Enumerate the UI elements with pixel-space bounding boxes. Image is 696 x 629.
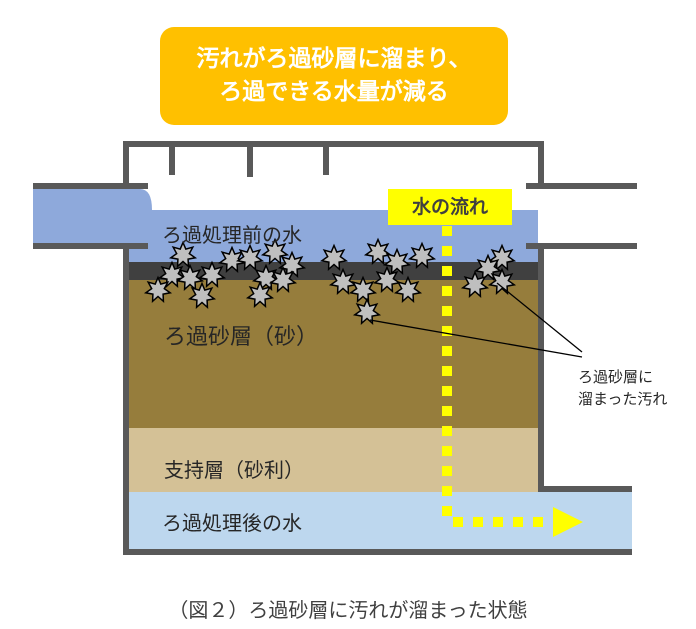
flow-dash: [513, 517, 523, 527]
dirt-particle-icon: [460, 270, 490, 299]
dirt-particle-icon: [407, 241, 437, 270]
flow-arrow: [442, 226, 583, 537]
flow-dash: [442, 486, 452, 496]
callout-line-1: ろ過砂層に: [578, 368, 654, 386]
dirt-particle-icon: [217, 245, 247, 274]
flow-dash: [442, 446, 452, 456]
dirt-particle-icon: [157, 260, 187, 289]
dirt-particle-icon: [363, 237, 393, 266]
tank-walls: [33, 141, 637, 555]
flow-label: 水の流れ: [388, 189, 512, 225]
flow-arrowhead: [553, 507, 583, 537]
after-water-area: [129, 492, 632, 549]
dirt-particle-icon: [352, 297, 382, 326]
flow-dash: [442, 306, 452, 316]
flow-dash: [442, 266, 452, 276]
flow-dash: [442, 466, 452, 476]
dirt-particle-icon: [245, 280, 275, 309]
flow-dash: [442, 406, 452, 416]
dirt-particle-icon: [277, 250, 307, 279]
dirt-callout: ろ過砂層に 溜まった汚れ: [578, 366, 667, 410]
dirt-particle-icon: [487, 267, 517, 296]
dirt-particle-icon: [175, 263, 205, 292]
flow-dash: [453, 517, 463, 527]
sand-label: ろ過砂層（砂）: [164, 325, 319, 350]
before-water-area: [33, 189, 538, 262]
flow-dash: [473, 517, 483, 527]
after-water-label: ろ過処理後の水: [162, 511, 302, 535]
flow-dash: [442, 386, 452, 396]
dirt-particle-icon: [197, 260, 227, 289]
dirt-particle-icon: [348, 275, 378, 304]
dirt-particle-icon: [168, 240, 198, 269]
sand-layer: [129, 280, 538, 428]
dirt-particle-icon: [372, 265, 402, 294]
flow-dash: [442, 346, 452, 356]
flow-dash: [493, 517, 503, 527]
support-layer: [129, 428, 538, 492]
headline-box: 汚れがろ過砂層に溜まり、 ろ過できる水量が減る: [160, 27, 508, 125]
headline-line-2: ろ過できる水量が減る: [219, 79, 449, 105]
support-label: 支持層（砂利）: [164, 458, 304, 482]
before-water-label: ろ過処理前の水: [162, 223, 302, 247]
dirt-particle-icon: [235, 243, 265, 272]
dirt-particle-icon: [487, 243, 517, 272]
flow-dash: [442, 246, 452, 256]
figure-caption: （図２）ろ過砂層に汚れが溜まった状態: [168, 598, 528, 622]
flow-dash: [442, 326, 452, 336]
callout-line-2: 溜まった汚れ: [578, 390, 668, 408]
flow-dash: [533, 517, 543, 527]
flow-dash: [442, 286, 452, 296]
flow-dash: [442, 506, 452, 516]
dirt-particle-icon: [328, 267, 358, 296]
dirt-particle-icon: [187, 281, 217, 310]
dirt-particle-icon: [473, 253, 503, 282]
callout-lines: [369, 282, 583, 358]
dirt-particle-icon: [268, 265, 298, 294]
dirt-particle-icon: [319, 243, 349, 272]
headline-line-1: 汚れがろ過砂層に溜まり、: [196, 46, 472, 72]
flow-dash: [442, 366, 452, 376]
flow-dash: [442, 426, 452, 436]
flow-dash: [442, 226, 452, 236]
dirt-particle-icon: [143, 275, 173, 304]
dirt-particle-icon: [260, 237, 290, 266]
dirt-particle-icon: [393, 275, 423, 304]
dirt-particle-icon: [382, 247, 412, 276]
